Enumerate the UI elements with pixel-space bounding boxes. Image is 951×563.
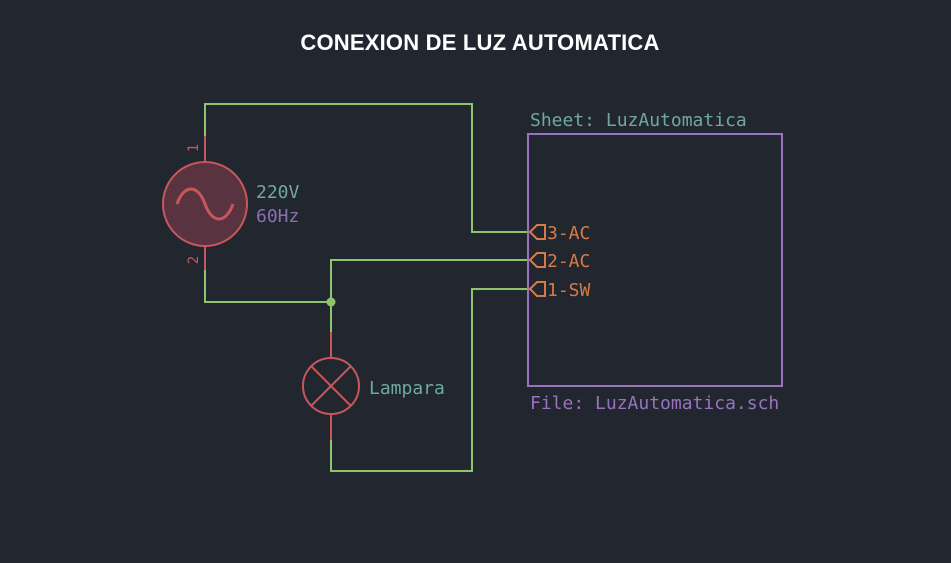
source-pin-2-label: 2 xyxy=(186,256,202,264)
wire-junction-to-2ac xyxy=(330,259,530,302)
sheet-pin-2-ac[interactable]: 2-AC xyxy=(528,251,590,272)
wire-lamp-to-1sw xyxy=(330,288,530,472)
sheet-pin-label: 2-AC xyxy=(547,251,590,272)
source-reference: 220V xyxy=(256,182,300,203)
sheet-pin-label: 3-AC xyxy=(547,223,590,244)
sheet-pin-label: 1-SW xyxy=(547,280,591,301)
sheet-pin-icon xyxy=(528,252,546,268)
source-value: 60Hz xyxy=(256,206,299,227)
sheet-name-label: Sheet: LuzAutomatica xyxy=(530,110,747,131)
sheet-pin-icon xyxy=(528,281,546,297)
lamp-icon xyxy=(302,332,360,440)
sheet-file-label: File: LuzAutomatica.sch xyxy=(530,393,779,414)
junction-dot xyxy=(326,297,336,307)
diagram-title: CONEXION DE LUZ AUTOMATICA xyxy=(300,30,660,55)
wire-source-to-3ac xyxy=(204,103,530,233)
source-pin-1-label: 1 xyxy=(186,144,202,152)
lamp-reference: Lampara xyxy=(369,378,445,399)
sheet-box[interactable] xyxy=(527,133,783,387)
ac-source-icon xyxy=(162,136,248,270)
wires xyxy=(204,103,530,472)
wire-source-to-junction xyxy=(204,270,331,303)
sheet-pin-1-sw[interactable]: 1-SW xyxy=(528,280,591,301)
sheet-pin-3-ac[interactable]: 3-AC xyxy=(528,223,590,244)
sheet-pin-icon xyxy=(528,224,546,240)
